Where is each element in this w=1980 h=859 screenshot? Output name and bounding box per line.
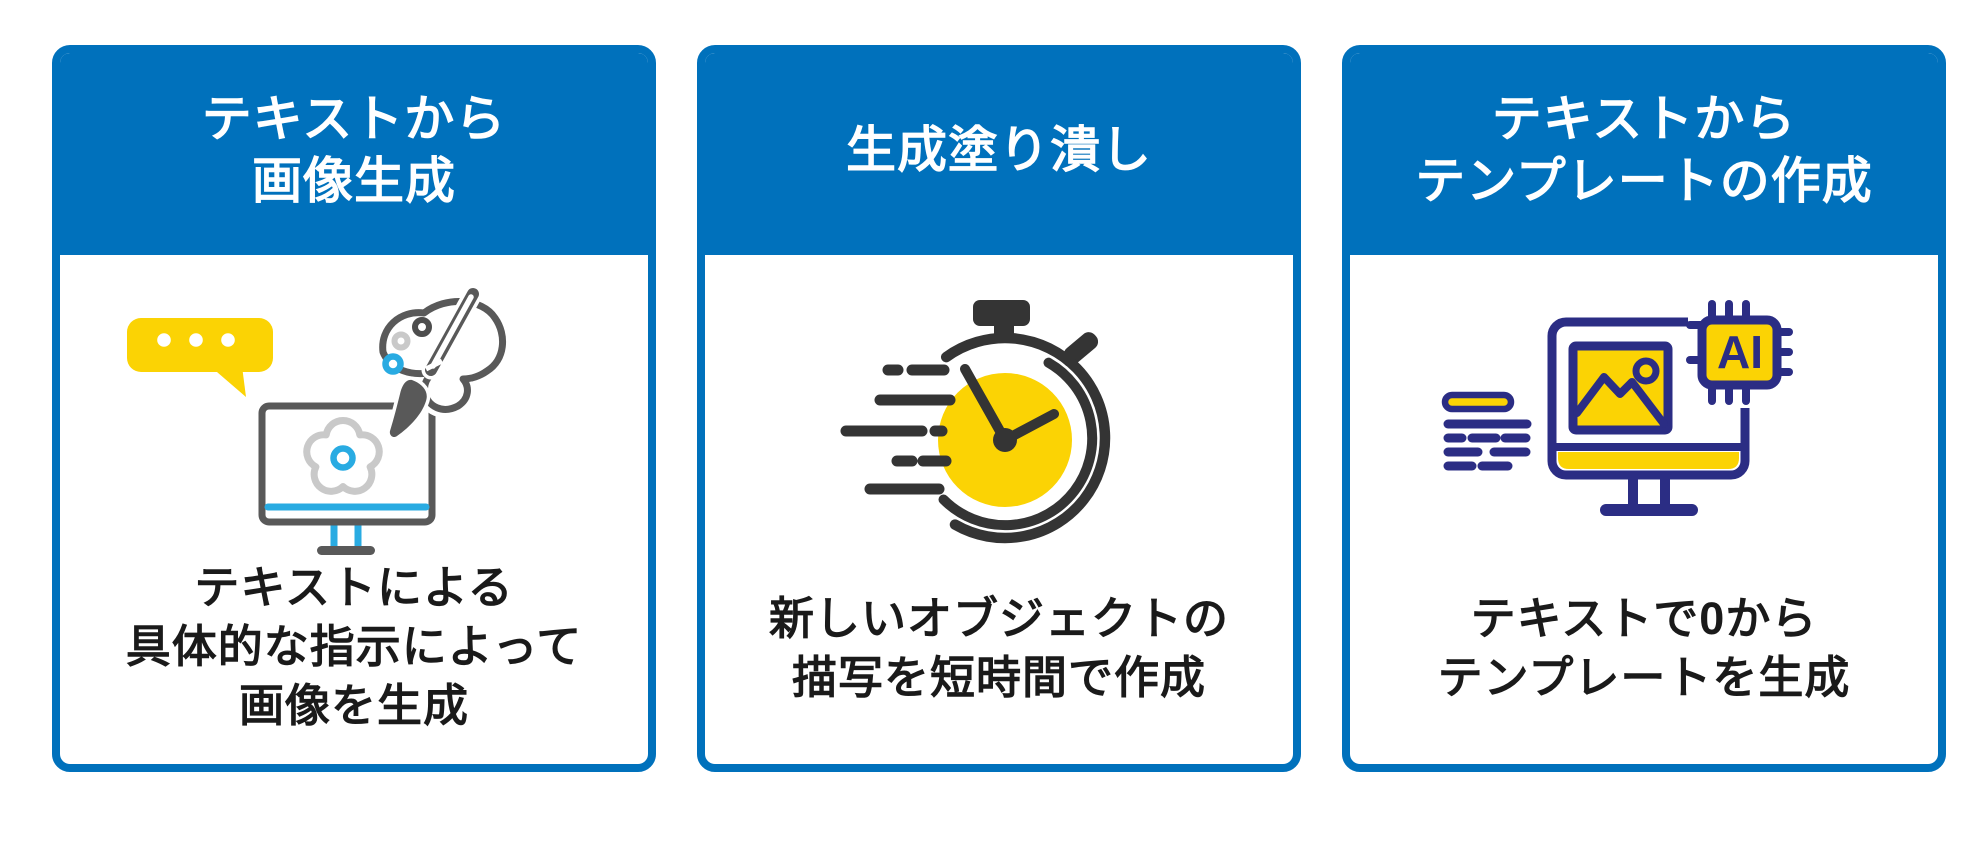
body-text-line: 新しいオブジェクトの bbox=[768, 593, 1229, 644]
text-lines-icon bbox=[1441, 391, 1532, 471]
image-placeholder-icon bbox=[1568, 341, 1673, 435]
body-text-line: 画像を生成 bbox=[238, 680, 469, 731]
card-header: テキストから テンプレートの作成 bbox=[1350, 53, 1938, 255]
card-header: テキストから 画像生成 bbox=[60, 53, 648, 255]
title-line: テキストから bbox=[1491, 91, 1797, 147]
card-description: テキストで0から テンプレートを生成 bbox=[1350, 589, 1938, 707]
speech-bubble-palette-monitor-icon bbox=[127, 284, 512, 555]
body-text-line: 描写を短時間で作成 bbox=[791, 652, 1206, 703]
card-body: 新しいオブジェクトの 描写を短時間で作成 bbox=[705, 255, 1293, 764]
speed-lines bbox=[840, 364, 956, 495]
body-text-line: テンプレートを生成 bbox=[1437, 652, 1851, 703]
card-description: 新しいオブジェクトの 描写を短時間で作成 bbox=[705, 589, 1293, 707]
speech-bubble-icon bbox=[127, 318, 273, 397]
card-title: 生成塗り潰し bbox=[846, 119, 1152, 181]
card-body: テキストによる 具体的な指示によって 画像を生成 bbox=[60, 255, 648, 764]
card-text-to-image: テキストから 画像生成 bbox=[52, 45, 656, 772]
title-line: テキストから bbox=[201, 91, 507, 147]
body-text-line: テキストによる bbox=[194, 562, 514, 613]
speed-stopwatch-icon bbox=[840, 300, 1111, 544]
card-title: テキストから 画像生成 bbox=[202, 88, 507, 212]
body-text-line: 具体的な指示によって bbox=[125, 621, 583, 672]
monitor-ai-chip-icon: AI bbox=[1441, 296, 1793, 516]
body-text-line: テキストで0から bbox=[1470, 593, 1818, 644]
card-text-to-template: テキストから テンプレートの作成 bbox=[1342, 45, 1946, 772]
chip-label: AI bbox=[1717, 326, 1763, 378]
title-line: 生成塗り潰し bbox=[846, 122, 1152, 178]
card-description: テキストによる 具体的な指示によって 画像を生成 bbox=[60, 558, 648, 735]
stopwatch bbox=[938, 300, 1111, 544]
card-header: 生成塗り潰し bbox=[705, 53, 1293, 255]
card-title: テキストから テンプレートの作成 bbox=[1415, 88, 1873, 212]
ai-chip-icon: AI bbox=[1686, 296, 1793, 408]
title-line: テンプレートの作成 bbox=[1415, 153, 1873, 209]
palette-brush-icon bbox=[374, 284, 512, 441]
title-line: 画像生成 bbox=[252, 153, 456, 209]
card-generative-fill: 生成塗り潰し bbox=[697, 45, 1301, 772]
card-body: AI テキストで0から テンプレートを生成 bbox=[1350, 255, 1938, 764]
